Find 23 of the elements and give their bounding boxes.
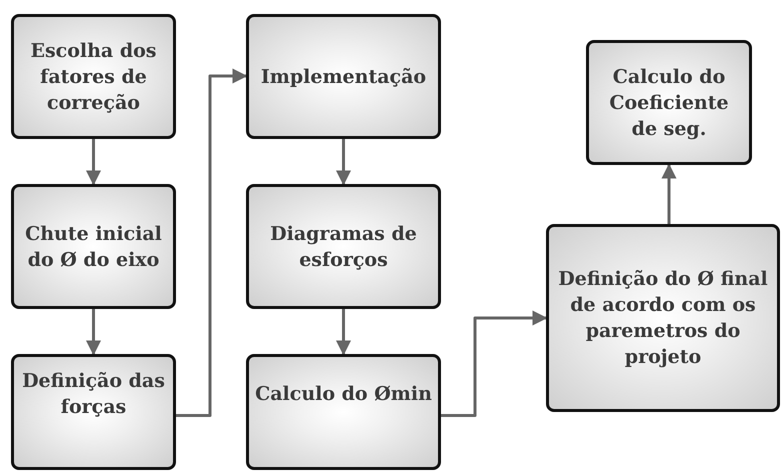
process-box <box>546 224 780 412</box>
box-label: Calculo do Ømin <box>254 382 433 407</box>
box-label: Definição das forças <box>21 369 166 420</box>
box-label: Calculo do Coeficiente de seg. <box>608 64 730 142</box>
arrow <box>336 139 351 186</box>
box-label: Definição do Ø final de acordo com os paremetros do projeto <box>557 267 769 370</box>
arrow <box>336 309 351 356</box>
box-label: Diagramas de esforços <box>269 222 418 272</box>
arrow <box>662 164 676 224</box>
process-box <box>11 354 176 470</box>
process-box <box>586 40 752 165</box>
box-label: Implementação <box>260 64 428 90</box>
process-box <box>246 184 441 309</box>
arrow <box>441 310 548 417</box>
arrow <box>86 309 101 356</box>
arrow <box>176 68 248 417</box>
process-box <box>11 14 176 139</box>
process-box <box>246 354 441 470</box>
box-label: Escolha dos fatores de correção <box>29 38 158 116</box>
process-box <box>11 184 176 309</box>
box-label: Chute inicial do Ø do eixo <box>24 222 163 272</box>
process-box <box>246 14 441 139</box>
arrow <box>86 139 101 186</box>
